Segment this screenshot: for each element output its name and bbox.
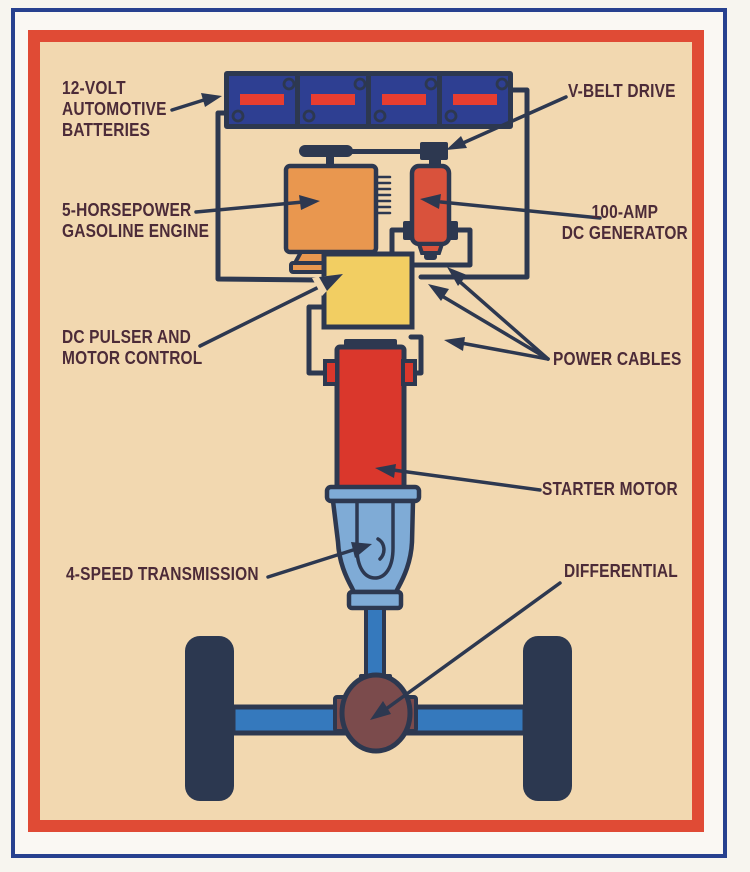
v-belt-callout-line [461,95,568,145]
power-cables-callout-line [440,294,550,361]
label-line: AUTOMOTIVE [62,99,167,119]
label-line: 12-VOLT [62,78,126,98]
battery-stripe [382,94,426,105]
battery-terminal-icon [444,109,458,123]
battery-stripe [453,94,497,105]
battery-terminal-icon [302,109,316,123]
power-cables-arrow-icon [447,267,467,286]
generator-body [409,163,452,247]
battery-terminal-icon [373,109,387,123]
label-engine: 5-HORSEPOWER GASOLINE ENGINE [62,200,209,242]
belt-line [350,149,422,154]
batteries-callout-line [170,97,209,112]
battery-terminal-icon [231,109,245,123]
pulser-arrow-icon [319,274,343,291]
label-line: GASOLINE ENGINE [62,221,210,241]
power-cables-arrow-icon [444,337,465,351]
battery-stripe [240,94,284,105]
battery-cell [371,76,438,124]
label-line: DIFFERENTIAL [564,561,678,581]
label-line: 5-HORSEPOWER [62,200,192,220]
engine-pulley-shaft [326,157,334,169]
generator-pulley [420,142,448,160]
label-line: MOTOR CONTROL [62,348,203,368]
label-line: POWER CABLES [553,349,682,369]
wheel-right-icon [523,636,572,801]
starter-arrow-icon [375,464,396,478]
generator-arrow-icon [420,194,441,209]
label-line: BATTERIES [62,120,151,140]
label-line: STARTER MOTOR [542,479,678,499]
engine-pulley [299,145,353,157]
label-generator: 100-AMP DC GENERATOR [556,202,694,244]
battery-cell [229,76,296,124]
label-line: 4-SPEED TRANSMISSION [66,564,259,584]
battery-cell [442,76,509,124]
power-cables-callout-line [459,341,550,361]
power-cable-line-right [418,87,530,280]
generator-base [416,242,445,255]
engine-body [283,163,379,255]
wheel-left-icon [185,636,234,801]
generator-nub [424,253,437,260]
battery-cell [300,76,367,124]
battery-stripe [311,94,355,105]
label-starter: STARTER MOTOR [542,479,678,500]
label-v-belt: V-BELT DRIVE [568,81,676,102]
battery-terminal-icon [495,77,509,91]
power-cable-line-left [215,110,321,283]
power-cables-arrow-icon [428,284,449,301]
callout-lines [170,93,602,720]
label-differential: DIFFERENTIAL [564,561,678,582]
motor-control-box-icon [321,251,415,330]
transmission-callout-line [266,548,355,579]
pulser-callout-line [198,283,325,348]
starter-callout-line [391,468,542,492]
battery-terminal-icon [424,77,438,91]
label-line: DC GENERATOR [561,223,688,243]
power-cable-loop-motor-left [306,304,334,376]
engine-callout-line [194,200,305,214]
motor-terminal [401,359,417,386]
v-belt-arrow-icon [446,136,467,150]
differential-arrow-icon [370,701,391,720]
transmission-arrow-icon [351,542,372,558]
label-line: DC PULSER AND [62,327,191,347]
batteries-arrow-icon [201,93,222,107]
transmission-icon [324,484,422,611]
starter-motor-icon [323,339,417,493]
dc-generator-icon [403,163,458,260]
battery-pack-case [224,71,513,129]
transmission-cavity [355,501,395,580]
transmission-gear-hook [376,537,386,561]
engine-arrow-icon [299,195,320,210]
differential-callout-line [384,581,562,711]
label-line: V-BELT DRIVE [568,81,676,101]
label-power-cables: POWER CABLES [553,349,681,370]
label-line: 100-AMP [591,202,659,222]
motor-terminal [323,359,339,386]
transmission-bottom-flange [346,589,404,611]
label-pulser: DC PULSER AND MOTOR CONTROL [62,327,202,369]
battery-terminal-icon [282,77,296,91]
power-cable-loop-generator [389,227,473,268]
label-batteries: 12-VOLT AUTOMOTIVE BATTERIES [62,78,167,141]
generator-callout-line [439,200,602,220]
label-transmission: 4-SPEED TRANSMISSION [66,564,259,585]
battery-pack-icon [224,71,513,129]
power-cables-callout-line [457,279,550,361]
battery-terminal-icon [353,77,367,91]
